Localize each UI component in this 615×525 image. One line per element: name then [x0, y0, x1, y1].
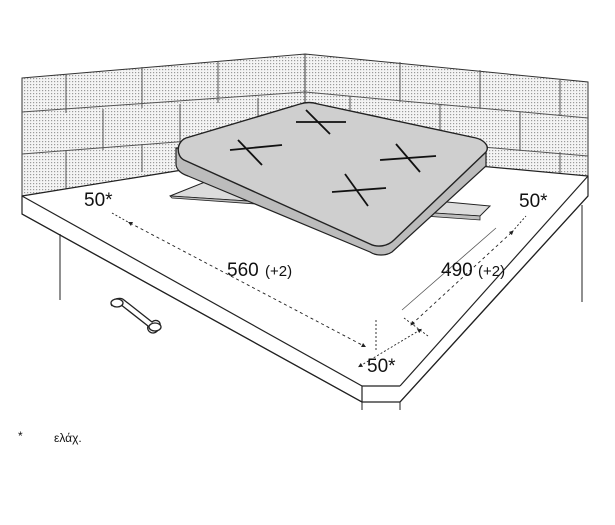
- footnote-asterisk: *: [18, 429, 23, 443]
- depth-tolerance-label: (+2): [478, 263, 505, 280]
- dim-line-left-clearance: [111, 212, 129, 223]
- drawer-handle-icon: [110, 297, 162, 334]
- dim-line-width: [128, 221, 366, 348]
- burner-marks: [229, 109, 437, 207]
- left-clearance-label: 50*: [84, 190, 113, 211]
- dim-line-right-clearance: [511, 215, 527, 233]
- footnote-text: ελάχ.: [54, 431, 82, 445]
- dimension-lines: [111, 212, 527, 368]
- cabinet: [59, 205, 583, 410]
- front-clearance-label: 50*: [367, 356, 396, 377]
- width-label: 560: [227, 260, 259, 281]
- hob: [175, 101, 488, 256]
- burner-icon-rear-left: [229, 139, 283, 166]
- width-tolerance-label: (+2): [265, 263, 292, 280]
- dim-line-depth: [410, 230, 514, 326]
- burner-icon-front-right: [379, 143, 437, 173]
- right-clearance-label: 50*: [519, 191, 548, 212]
- depth-label: 490: [441, 260, 473, 281]
- burner-icon-front-left: [331, 173, 387, 207]
- burner-icon-rear-right: [296, 109, 346, 135]
